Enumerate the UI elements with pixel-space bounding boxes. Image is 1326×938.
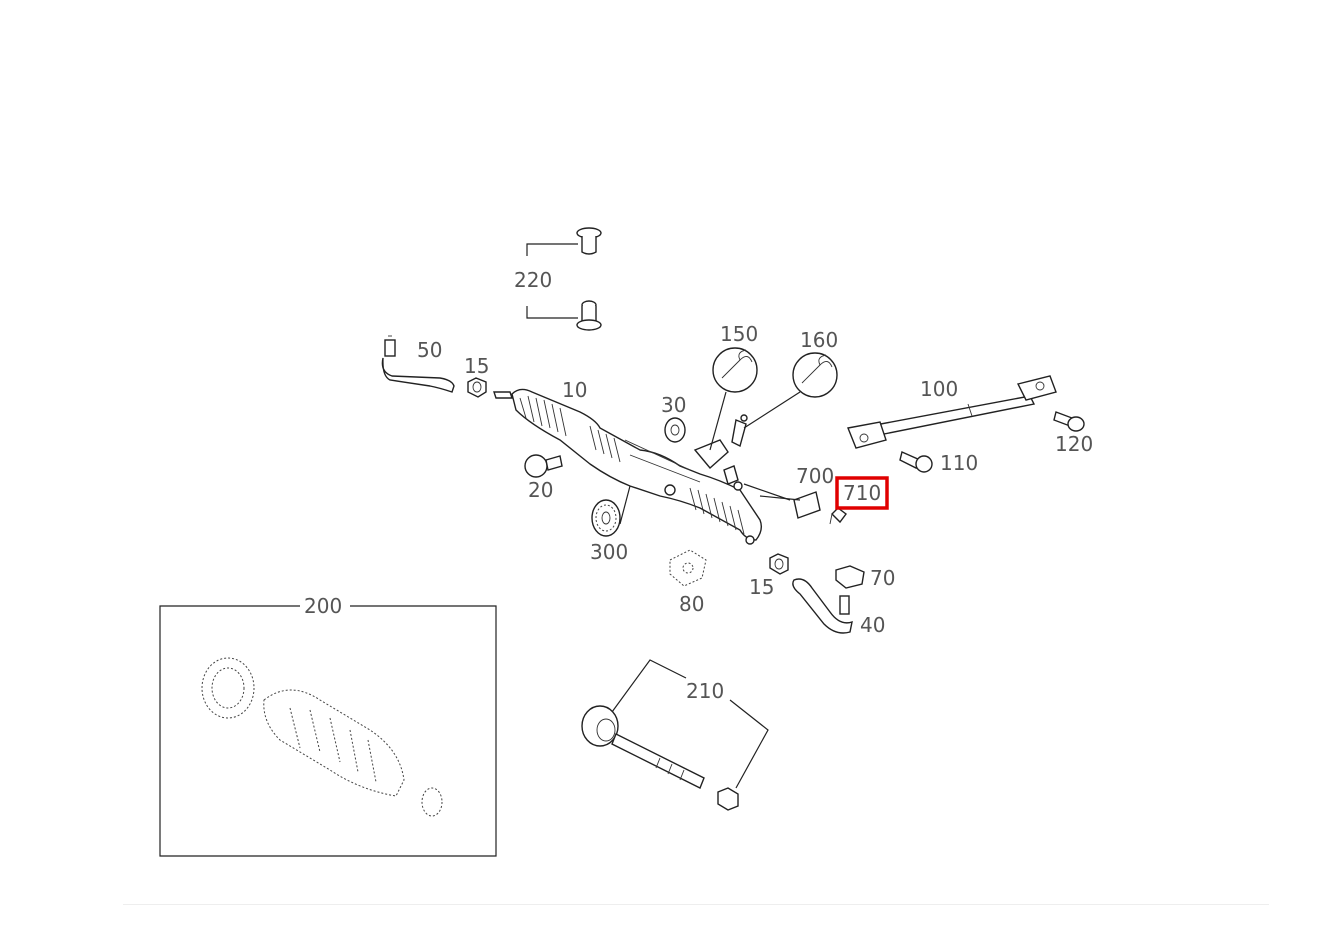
- highlight-box-710: [835, 476, 889, 510]
- callout-80[interactable]: 80: [679, 592, 704, 616]
- callout-160[interactable]: 160: [800, 328, 838, 352]
- part-710-clip[interactable]: [829, 507, 847, 525]
- callout-220[interactable]: 220: [514, 268, 552, 292]
- callout-50[interactable]: 50: [417, 338, 442, 362]
- part-150-wrench-callout[interactable]: [709, 347, 758, 451]
- callout-300[interactable]: 300: [590, 540, 628, 564]
- part-220-bushings[interactable]: [526, 227, 602, 331]
- part-100-steering-shaft[interactable]: [847, 375, 1057, 449]
- part-160-wrench-callout[interactable]: [743, 352, 838, 429]
- callout-100[interactable]: 100: [920, 377, 958, 401]
- callout-20[interactable]: 20: [528, 478, 553, 502]
- callout-120[interactable]: 120: [1055, 432, 1093, 456]
- callout-200[interactable]: 200: [304, 594, 342, 618]
- callout-210[interactable]: 210: [686, 679, 724, 703]
- callout-700[interactable]: 700: [796, 464, 834, 488]
- callout-40[interactable]: 40: [860, 613, 885, 637]
- part-50-tie-rod-end[interactable]: [381, 335, 455, 393]
- part-300-gear[interactable]: [591, 499, 621, 537]
- part-15-nut[interactable]: [467, 377, 487, 398]
- part-80-dashed-part[interactable]: [669, 549, 707, 587]
- part-210-inner-tie-rod[interactable]: [581, 659, 769, 811]
- callout-710[interactable]: 710: [843, 481, 881, 505]
- callout-15-right[interactable]: 15: [749, 575, 774, 599]
- part-70-nut[interactable]: [835, 565, 865, 589]
- callout-15-left[interactable]: 15: [464, 354, 489, 378]
- footer-divider: [123, 904, 1269, 905]
- part-30-washer[interactable]: [664, 417, 686, 443]
- part-10-steering-rack[interactable]: [493, 388, 791, 545]
- part-15-nut-right[interactable]: [769, 553, 789, 575]
- part-200-kit-box[interactable]: [159, 605, 497, 857]
- part-120-bolt[interactable]: [1053, 411, 1085, 432]
- callout-70[interactable]: 70: [870, 566, 895, 590]
- part-700-seal[interactable]: [793, 491, 821, 519]
- callout-150[interactable]: 150: [720, 322, 758, 346]
- part-40-tie-rod-end[interactable]: [792, 578, 853, 634]
- part-110-bolt[interactable]: [899, 451, 933, 473]
- callout-110[interactable]: 110: [940, 451, 978, 475]
- part-20-bolt[interactable]: [524, 454, 563, 478]
- callout-30[interactable]: 30: [661, 393, 686, 417]
- callout-10[interactable]: 10: [562, 378, 587, 402]
